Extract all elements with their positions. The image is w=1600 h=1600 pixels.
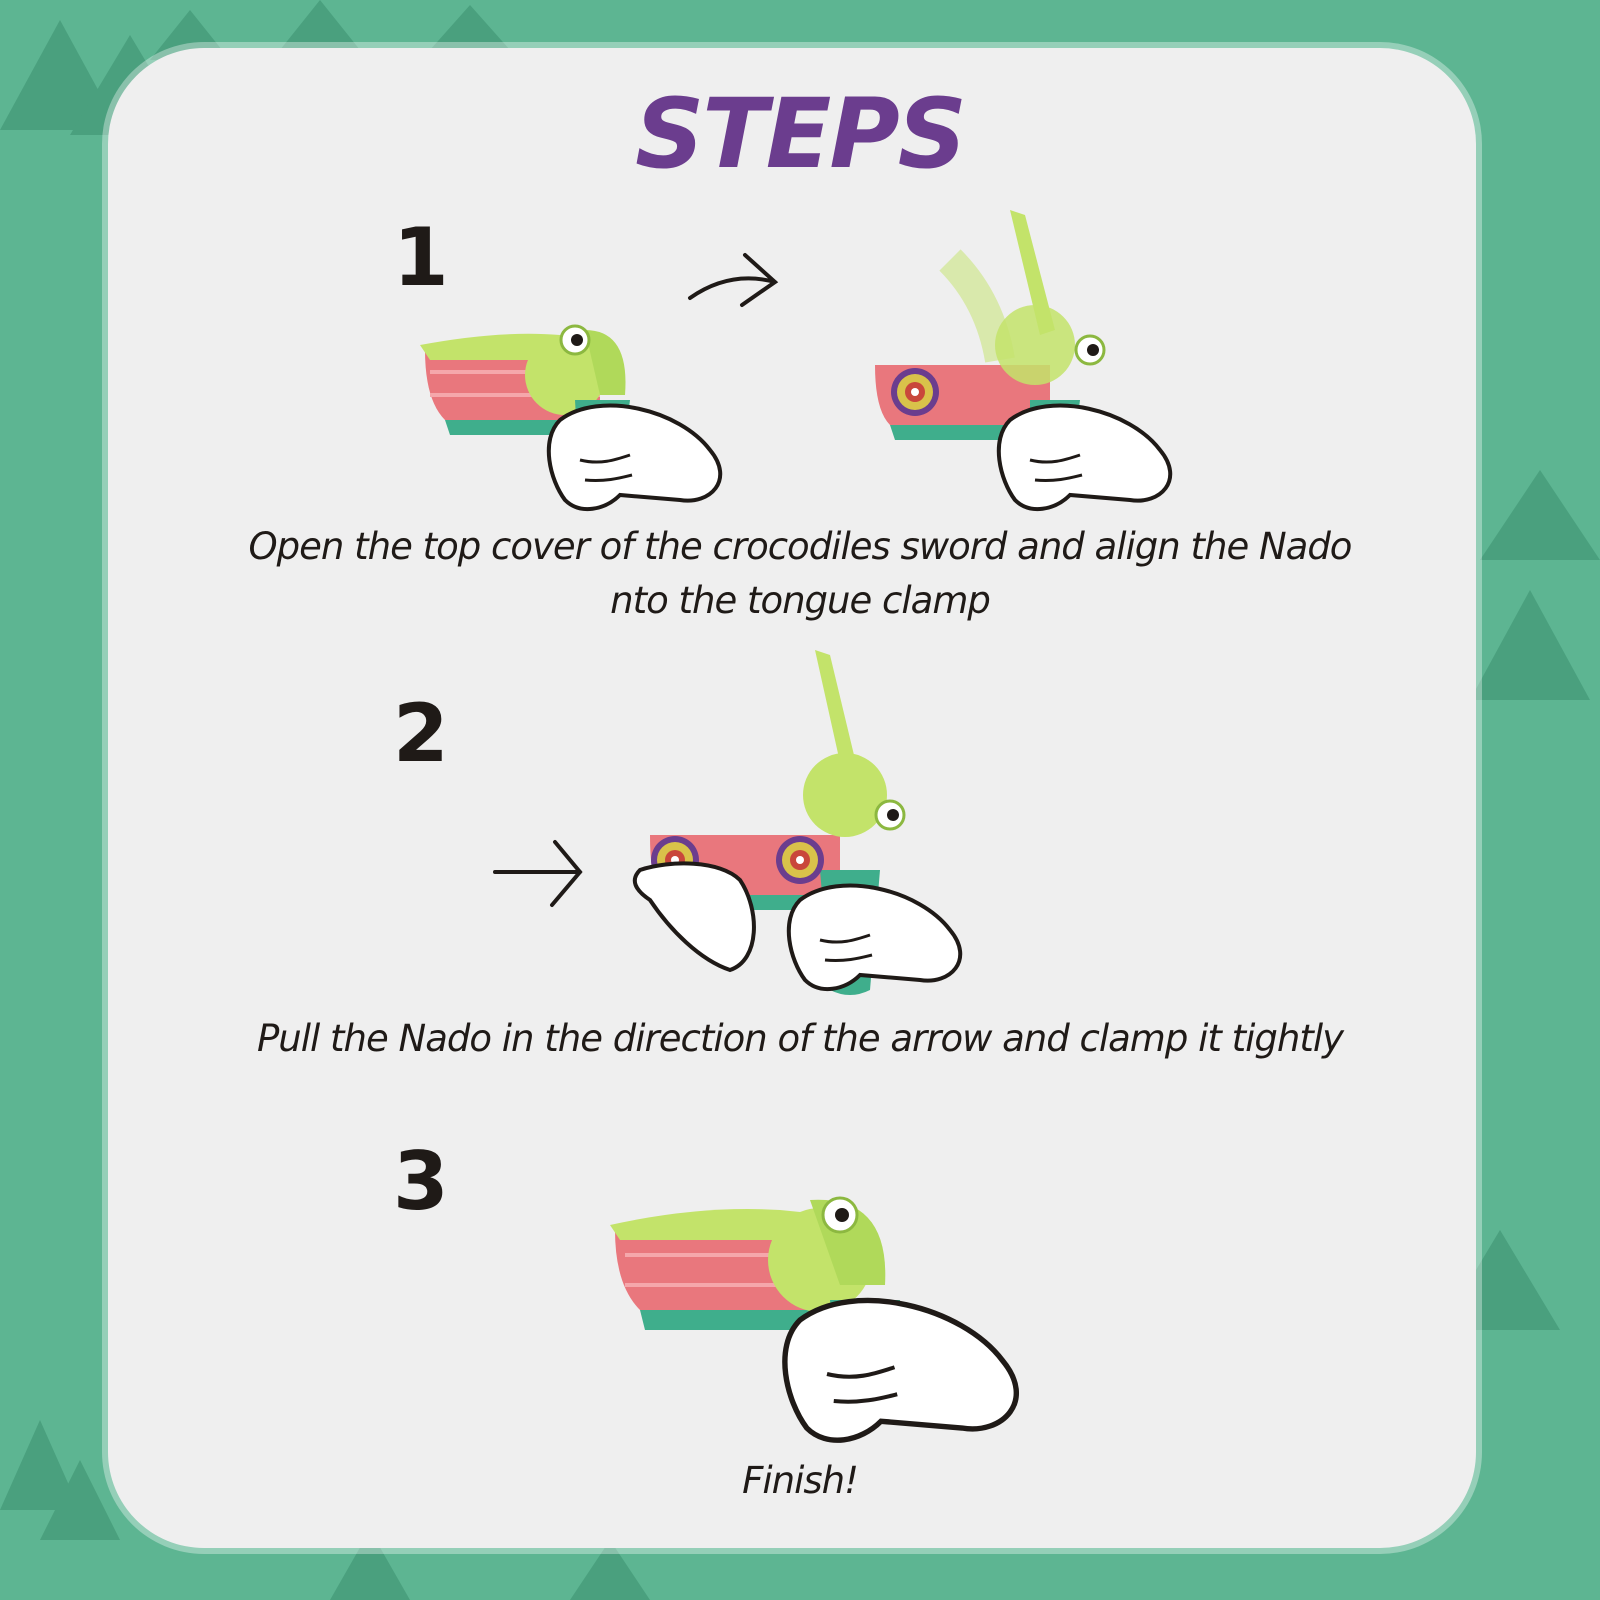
crocodile-step2: [632, 650, 963, 995]
nado-disc-icon: [776, 836, 824, 884]
step-2-number: 2: [393, 687, 449, 780]
step-1-caption-line2: nto the tongue clamp: [610, 579, 991, 622]
step-3-caption: Finish!: [742, 1459, 859, 1502]
nado-disc-icon: [891, 368, 939, 416]
arrow-icon: [493, 840, 583, 907]
step-1-caption-line1: Open the top cover of the crocodiles swo…: [248, 525, 1353, 568]
step-3-number: 3: [393, 1135, 449, 1228]
crocodile-open-step1: [875, 210, 1173, 512]
page-title: STEPS: [635, 78, 967, 190]
step-1-caption: Open the top cover of the crocodiles swo…: [190, 520, 1410, 628]
crocodile-finished-step3: [610, 1196, 1016, 1440]
step-1-number: 1: [393, 211, 449, 304]
crocodile-closed-step1: [420, 324, 723, 512]
step-2-caption: Pull the Nado in the direction of the ar…: [256, 1017, 1344, 1060]
arrow-icon: [688, 253, 779, 307]
